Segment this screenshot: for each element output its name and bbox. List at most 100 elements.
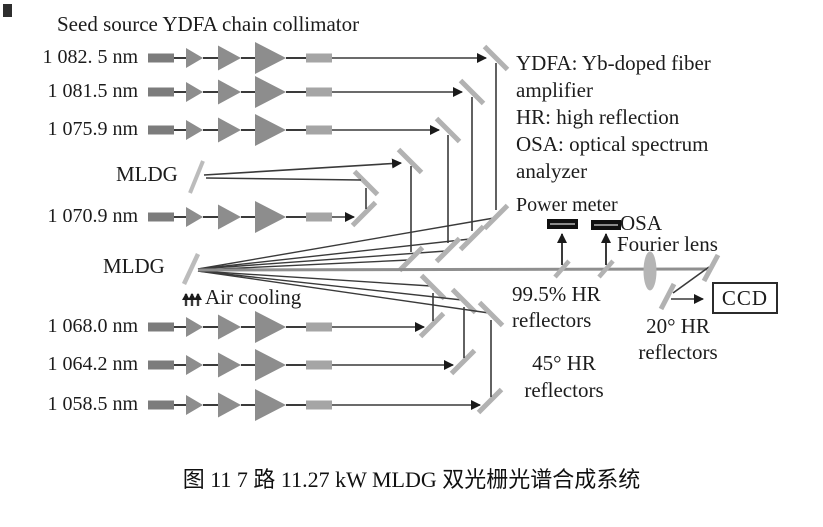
converging-beam [197,270,490,314]
legend-osa-line1: OSA: optical spectrum [516,132,709,156]
legend-hr: HR: high reflection [516,105,680,129]
channel-label-1081-5: 1 081.5 nm [47,80,138,102]
fourier-lens-icon [643,251,657,291]
legend-block: YDFA: Yb-doped fiber amplifier HR: high … [516,50,711,185]
folded-beam [205,177,362,181]
ccd-label: CCD [721,285,769,310]
amplifier-icon [186,207,203,227]
amplifier-icon [218,392,241,418]
amplifier-icon [218,352,241,378]
mldg-top-label: MLDG [116,162,178,186]
channel-label-1058-5: 1 058.5 nm [47,393,138,415]
mirror-icon [419,273,447,301]
beam-sampler-icon [553,259,571,279]
mirror-icon [434,116,462,144]
fourier-lens-label: Fourier lens [617,232,718,256]
collimator-icon [306,125,332,135]
amplifier-icon [218,117,241,143]
converging-beam [197,250,447,270]
converging-beam [197,259,410,271]
legend-ydfa-line2: amplifier [516,78,593,102]
amplifier-icon [255,389,286,421]
collimator-icon [306,322,332,332]
mldg-grating-icon [188,160,205,194]
mirror-icon [396,147,424,175]
channel-label-1070-9: 1 070.9 nm [47,205,138,227]
mirror-icon [450,287,478,315]
amplifier-icon [255,201,286,233]
mirror-icon [482,44,510,72]
converging-beam [197,238,471,270]
mirror-icon [350,200,378,228]
seed-source-icon [148,322,174,332]
amplifier-icon [255,349,286,381]
hr45-label-line1: 45° HR [532,351,596,375]
amplifier-icon [218,79,241,105]
seed-source-icon [148,212,174,222]
seed-source-icon [148,87,174,97]
combined-beam [197,267,708,272]
mirror-icon [434,236,462,264]
amplifier-icon [255,76,286,108]
mirror-icon [482,203,510,231]
mirror-icon [418,311,446,339]
collimator-icon [306,87,332,97]
amplifier-icon [186,317,203,337]
collimator-icon [306,360,332,370]
amplifier-icon [186,82,203,102]
ccd-detector: CCD [712,282,778,314]
mirror-icon [397,245,425,273]
legend-ydfa-line1: YDFA: Yb-doped fiber [516,51,711,75]
amplifier-icon [186,395,203,415]
seed-source-icon [148,125,174,135]
amplifier-icon [255,311,286,343]
amplifier-icon [255,42,286,74]
channel-label-1068-0: 1 068.0 nm [47,315,138,337]
amplifier-icon [218,314,241,340]
beam-sampler-icon [597,259,615,279]
channel-label-1075-9: 1 075.9 nm [47,118,138,140]
mirror-icon [458,224,486,252]
mirror-icon [449,348,477,376]
converging-beam [197,217,495,270]
mirror-icon [477,300,505,328]
converging-beam [197,270,463,301]
hr995-label-line2: reflectors [512,308,592,332]
amplifier-icon [186,355,203,375]
mldg-grating-icon [181,253,201,285]
amplifier-icon [255,114,286,146]
figure-title: Seed source YDFA chain collimator [57,12,360,36]
hr20-label-line2: reflectors [638,340,718,364]
hr20-mirror-icon [701,253,721,283]
ccd-fold-beam [672,266,710,294]
channel-label-1064-2: 1 064.2 nm [47,353,138,375]
corner-artifact [3,4,12,17]
osa-label: OSA [620,211,663,235]
mirror-icon [476,387,504,415]
hr20-mirror-icon [658,282,677,311]
amplifier-icon [218,204,241,230]
mldg1-output-beam [203,158,402,176]
legend-osa-line2: analyzer [516,159,588,183]
seed-source-icon [148,360,174,370]
collimator-icon [306,53,332,63]
amplifier-icon [218,45,241,71]
air-cooling-label: Air cooling [205,285,302,309]
converging-beam [197,270,432,287]
figure-caption: 图 11 7 路 11.27 kW MLDG 双光栅光谱合成系统 [182,467,641,492]
hr20-label-line1: 20° HR [646,314,710,338]
channel-label-1082-5: 1 082. 5 nm [42,46,138,68]
amplifier-icon [186,48,203,68]
hr995-label-line1: 99.5% HR [512,282,601,306]
mldg-bottom-label: MLDG [103,254,165,278]
mirror-icon [458,78,486,106]
seed-source-icon [148,400,174,410]
mirror-icon [352,169,380,197]
collimator-icon [306,400,332,410]
hr45-label-line2: reflectors [524,378,604,402]
power-meter-label: Power meter [516,194,618,216]
collimator-icon [306,212,332,222]
amplifier-icon [186,120,203,140]
